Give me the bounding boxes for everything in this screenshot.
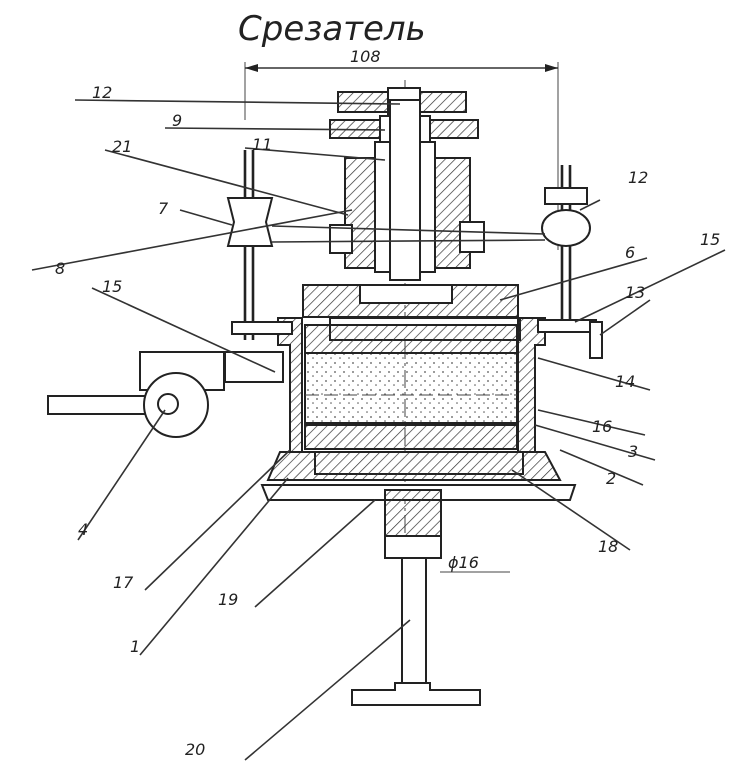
label-10: 12 (92, 83, 112, 102)
stem-20 (351, 489, 481, 706)
label-16: 16 (592, 417, 612, 436)
label-1: 1 (130, 637, 140, 656)
handle-13 (589, 321, 603, 359)
upper-cutters (304, 324, 518, 354)
label-11: 11 (252, 135, 272, 154)
dimension-diameter-16: ϕ16 (440, 553, 510, 573)
part-labels: 12 9 21 11 7 8 15 12 6 15 13 14 16 3 2 1… (55, 83, 720, 759)
label-21: 21 (112, 137, 132, 156)
crossbar (271, 225, 546, 235)
drawing-title: Срезатель (238, 9, 426, 49)
base-19 (260, 451, 577, 501)
label-7: 7 (158, 199, 169, 218)
label-6: 6 (625, 243, 635, 262)
label-12: 12 (628, 168, 648, 187)
handle-4 (47, 351, 284, 438)
workpiece (304, 352, 518, 424)
dimension-108-text: 108 (350, 47, 381, 66)
label-8: 8 (55, 259, 65, 278)
label-2: 2 (606, 469, 616, 488)
label-14: 14 (615, 372, 635, 391)
label-13: 13 (625, 283, 645, 302)
label-17: 17 (113, 573, 134, 592)
label-18: 18 (598, 537, 618, 556)
housing (231, 317, 597, 453)
right-rod (541, 165, 591, 330)
left-rod (226, 150, 274, 340)
label-4: 4 (78, 520, 88, 539)
label-19: 19 (218, 590, 238, 609)
leader-lines (31, 99, 726, 761)
dimension-108: 108 (244, 47, 559, 250)
spindle-11 (329, 99, 485, 281)
label-3: 3 (628, 442, 638, 461)
dimension-diameter-text: ϕ16 (448, 553, 479, 572)
label-20: 20 (185, 740, 205, 759)
label-9: 9 (172, 111, 182, 130)
label-15-right: 15 (700, 230, 720, 249)
label-15-left: 15 (102, 277, 122, 296)
